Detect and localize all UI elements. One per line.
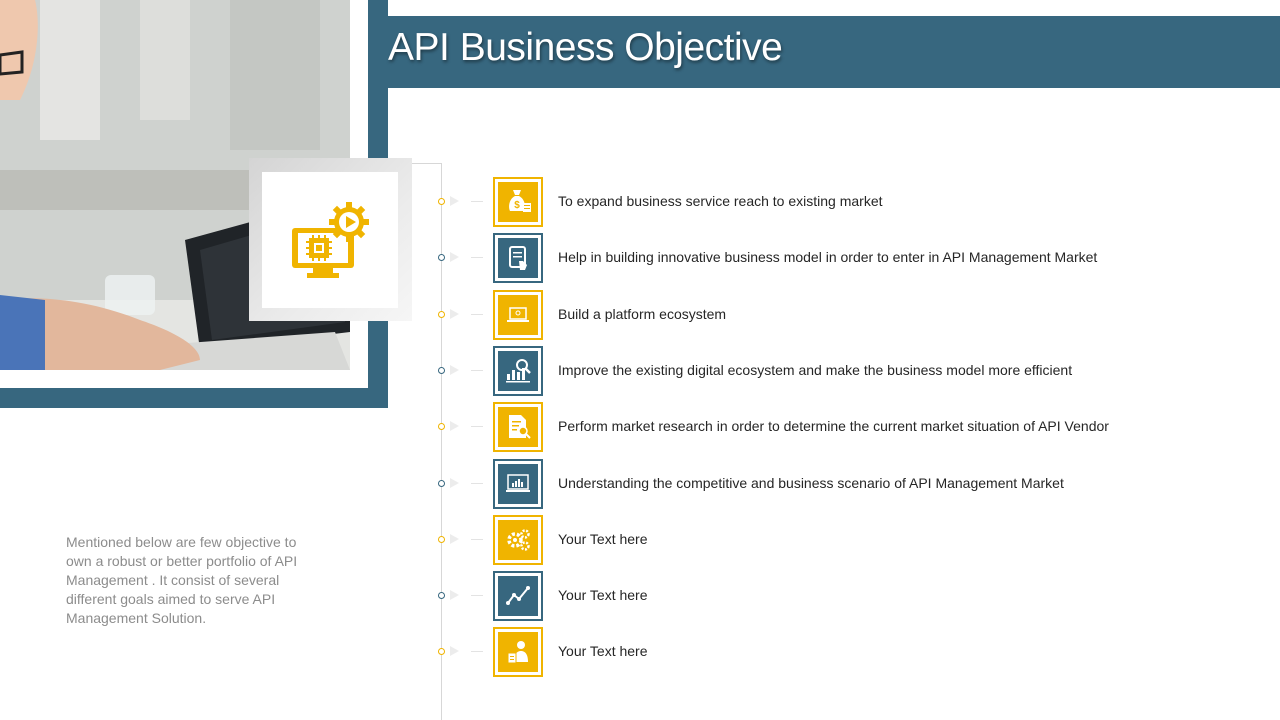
objective-item-5: Perform market research in order to dete… — [430, 402, 1250, 452]
arrow-marker — [450, 590, 459, 600]
objective-icon-frame — [493, 346, 543, 396]
objective-icon-frame — [493, 515, 543, 565]
objective-label: Your Text here — [558, 643, 648, 659]
laptop-icon — [507, 307, 529, 322]
person-document-icon — [507, 641, 528, 664]
timeline-dot — [438, 536, 445, 543]
dash-connector — [471, 426, 483, 427]
objective-icon-frame — [493, 290, 543, 340]
arrow-marker — [450, 534, 459, 544]
dash-connector — [471, 483, 483, 484]
arrow-marker — [450, 252, 459, 262]
objective-icon-frame: $ — [493, 177, 543, 227]
timeline-dot — [438, 311, 445, 318]
dash-connector — [471, 651, 483, 652]
title-band — [388, 16, 1280, 88]
objective-label: Build a platform ecosystem — [558, 306, 727, 322]
arrow-marker — [450, 646, 459, 656]
objective-item-7: Your Text here — [430, 515, 1250, 565]
document-search-icon — [509, 415, 531, 439]
objective-item-8: Your Text here — [430, 571, 1250, 621]
arrow-marker — [450, 421, 459, 431]
objective-label: Understanding the competitive and busine… — [558, 475, 1064, 491]
timeline-line — [441, 163, 442, 720]
line-chart-icon — [506, 586, 530, 605]
dash-connector — [471, 370, 483, 371]
objective-label: Help in building innovative business mod… — [558, 249, 1098, 265]
money-bag-icon: $ — [509, 190, 531, 212]
objective-item-4: Improve the existing digital ecosystem a… — [430, 346, 1250, 396]
svg-text:$: $ — [514, 200, 520, 211]
dash-connector — [471, 201, 483, 202]
arrow-marker — [450, 478, 459, 488]
icon-card — [262, 172, 398, 308]
timeline-dot — [438, 254, 445, 261]
timeline-dot — [438, 423, 445, 430]
computer-chip-gear-play-icon — [292, 202, 369, 278]
dash-connector — [471, 595, 483, 596]
dash-connector — [471, 314, 483, 315]
objective-label: Your Text here — [558, 531, 648, 547]
dash-connector — [471, 539, 483, 540]
timeline-dot — [438, 648, 445, 655]
arrow-marker — [450, 196, 459, 206]
objective-label: Improve the existing digital ecosystem a… — [558, 362, 1073, 378]
chart-magnifier-icon — [506, 359, 531, 383]
page-title: API Business Objective — [388, 26, 783, 69]
timeline-dot — [438, 480, 445, 487]
arrow-marker — [450, 309, 459, 319]
objective-icon-frame — [493, 459, 543, 509]
timeline-dot — [438, 592, 445, 599]
monitor-chart-icon — [506, 474, 530, 492]
objective-item-3: Build a platform ecosystem — [430, 290, 1250, 340]
gears-icon — [507, 529, 530, 551]
document-hand-icon — [509, 246, 527, 270]
dash-connector — [471, 257, 483, 258]
objective-icon-frame — [493, 402, 543, 452]
objective-item-2: Help in building innovative business mod… — [430, 233, 1250, 283]
objective-icon-frame — [493, 233, 543, 283]
timeline-dot — [438, 198, 445, 205]
timeline-connector — [412, 163, 442, 164]
objective-icon-frame — [493, 571, 543, 621]
frame-horizontal-bar — [0, 388, 388, 408]
objective-label: Perform market research in order to dete… — [558, 418, 1109, 434]
timeline-dot — [438, 367, 445, 374]
objective-icon-frame — [493, 627, 543, 677]
arrow-marker — [450, 365, 459, 375]
objective-label: Your Text here — [558, 587, 648, 603]
description-text: Mentioned below are few objective to own… — [66, 534, 298, 626]
objective-item-9: Your Text here — [430, 627, 1250, 677]
objective-label: To expand business service reach to exis… — [558, 193, 883, 209]
objective-item-6: Understanding the competitive and busine… — [430, 459, 1250, 509]
objective-item-1: $ To expand business service reach to ex… — [430, 177, 1250, 227]
